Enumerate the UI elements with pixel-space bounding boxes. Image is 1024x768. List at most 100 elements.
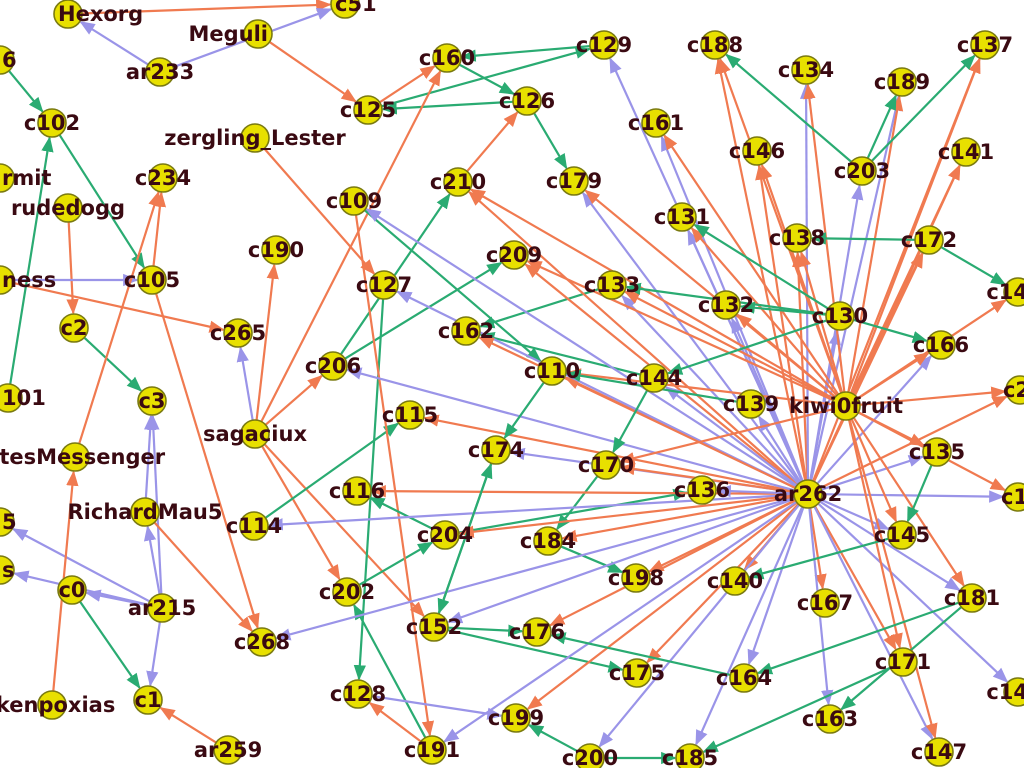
- node-circle[interactable]: [951, 137, 981, 167]
- node-c137[interactable]: c137: [957, 30, 1013, 60]
- node-c135[interactable]: c135: [909, 437, 965, 467]
- node-circle[interactable]: [318, 351, 348, 381]
- node-circle[interactable]: [395, 400, 425, 430]
- node-circle[interactable]: [622, 658, 652, 688]
- node-sagaciux[interactable]: sagaciux: [203, 419, 307, 449]
- node-circle[interactable]: [791, 55, 821, 85]
- node-circle[interactable]: [667, 202, 697, 232]
- node-circle[interactable]: [887, 67, 917, 97]
- node-c136[interactable]: c136: [674, 475, 730, 505]
- node-c132[interactable]: c132: [698, 290, 754, 320]
- node-c170[interactable]: c170: [578, 450, 634, 480]
- node-circle[interactable]: [597, 270, 627, 300]
- node-c171[interactable]: c171: [875, 647, 931, 677]
- node-circle[interactable]: [720, 566, 750, 596]
- node-c176[interactable]: c176: [509, 617, 565, 647]
- node-c126[interactable]: c126: [499, 86, 555, 116]
- node-c14b[interactable]: c14: [986, 677, 1024, 707]
- node-zergling_Lester[interactable]: zergling_Lester: [164, 123, 346, 153]
- node-ness[interactable]: ness: [0, 265, 56, 295]
- node-c175[interactable]: c175: [609, 658, 665, 688]
- node-circle[interactable]: [887, 520, 917, 550]
- node-c128[interactable]: c128: [330, 679, 386, 709]
- node-circle[interactable]: [512, 86, 542, 116]
- node-circle[interactable]: [831, 391, 861, 421]
- node-circle[interactable]: [417, 735, 447, 765]
- node-circle[interactable]: [575, 743, 605, 768]
- node-circle[interactable]: [742, 136, 772, 166]
- node-c210[interactable]: c210: [430, 167, 486, 197]
- node-ar259[interactable]: ar259: [194, 735, 262, 765]
- node-circle[interactable]: [924, 737, 954, 767]
- node-circle[interactable]: [533, 526, 563, 556]
- node-circle[interactable]: [888, 647, 918, 677]
- node-circle[interactable]: [430, 520, 460, 550]
- node-circle[interactable]: [59, 313, 89, 343]
- node-circle[interactable]: [240, 419, 270, 449]
- node-c140[interactable]: c140: [707, 566, 763, 596]
- node-c188[interactable]: c188: [687, 30, 743, 60]
- node-circle[interactable]: [53, 193, 83, 223]
- node-c51[interactable]: c51: [330, 0, 377, 19]
- node-circle[interactable]: [130, 497, 160, 527]
- node-circle[interactable]: [53, 0, 83, 29]
- node-Meguli[interactable]: Meguli: [188, 19, 273, 49]
- node-circle[interactable]: [922, 437, 952, 467]
- node-circle[interactable]: [147, 593, 177, 623]
- node-circle[interactable]: [1003, 277, 1024, 307]
- node-c147[interactable]: c147: [911, 737, 967, 767]
- node-c1[interactable]: c1: [133, 685, 163, 715]
- node-circle[interactable]: [353, 95, 383, 125]
- node-c131[interactable]: c131: [654, 202, 710, 232]
- node-c144[interactable]: c144: [626, 363, 682, 393]
- node-ermit[interactable]: rmit: [0, 163, 51, 193]
- node-ns[interactable]: s: [0, 555, 15, 585]
- node-circle[interactable]: [419, 612, 449, 642]
- node-circle[interactable]: [589, 30, 619, 60]
- node-c164[interactable]: c164: [716, 663, 772, 693]
- node-circle[interactable]: [641, 108, 671, 138]
- node-c268[interactable]: c268: [234, 627, 290, 657]
- node-c166[interactable]: c166: [913, 330, 969, 360]
- node-ar233[interactable]: ar233: [126, 57, 194, 87]
- node-c202[interactable]: c202: [319, 577, 375, 607]
- node-Hexorg[interactable]: Hexorg: [53, 0, 143, 29]
- node-c198[interactable]: c198: [608, 563, 664, 593]
- node-circle[interactable]: [243, 19, 273, 49]
- node-circle[interactable]: [1003, 677, 1024, 707]
- node-c203[interactable]: c203: [834, 156, 890, 186]
- node-c189[interactable]: c189: [874, 67, 930, 97]
- node-c2[interactable]: c2: [59, 313, 89, 343]
- node-c114[interactable]: c114: [226, 511, 282, 541]
- node-circle[interactable]: [1005, 375, 1024, 405]
- node-c199[interactable]: c199: [488, 703, 544, 733]
- node-circle[interactable]: [591, 450, 621, 480]
- node-c105[interactable]: c105: [124, 265, 180, 295]
- node-c102[interactable]: c102: [24, 108, 80, 138]
- node-c204[interactable]: c204: [417, 520, 473, 550]
- node-c3[interactable]: c3: [137, 386, 167, 416]
- node-circle[interactable]: [0, 383, 23, 413]
- node-c139[interactable]: c139: [723, 389, 779, 419]
- node-circle[interactable]: [0, 555, 15, 585]
- node-c152[interactable]: c152: [406, 612, 462, 642]
- node-n5[interactable]: 5: [0, 507, 17, 537]
- node-c206[interactable]: c206: [305, 351, 361, 381]
- node-circle[interactable]: [675, 743, 705, 768]
- node-c167[interactable]: c167: [797, 588, 853, 618]
- node-circle[interactable]: [825, 301, 855, 331]
- node-circle[interactable]: [499, 240, 529, 270]
- node-c234[interactable]: c234: [135, 163, 191, 193]
- node-ar215[interactable]: ar215: [128, 593, 196, 623]
- node-circle[interactable]: [481, 435, 511, 465]
- node-c265[interactable]: c265: [210, 318, 266, 348]
- node-circle[interactable]: [782, 223, 812, 253]
- node-c181[interactable]: c181: [944, 583, 1000, 613]
- node-circle[interactable]: [339, 186, 369, 216]
- node-circle[interactable]: [537, 356, 567, 386]
- node-c141[interactable]: c141: [938, 137, 994, 167]
- node-circle[interactable]: [914, 225, 944, 255]
- node-c0[interactable]: c0: [57, 575, 87, 605]
- node-kiwi0fruit[interactable]: kiwi0fruit: [789, 391, 903, 421]
- node-otesMessenger[interactable]: otesMessenger: [0, 442, 166, 472]
